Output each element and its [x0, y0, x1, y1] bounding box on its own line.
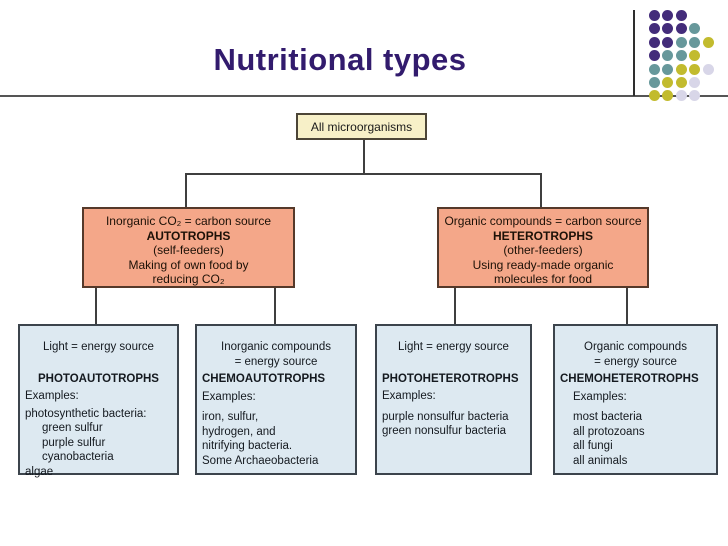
- decor-dot: [675, 77, 687, 88]
- decor-dot: [675, 63, 687, 75]
- example-item: cyanobacteria: [42, 451, 114, 463]
- example-item: Some Archaeobacteria: [202, 454, 319, 467]
- connector-heterotrophs-vertical: [540, 173, 542, 207]
- decor-dot: [689, 90, 701, 102]
- nickname-line: (self-feeders): [153, 243, 224, 258]
- energy-source-line: = energy source: [234, 355, 318, 368]
- decor-dot: [662, 63, 674, 75]
- decor-dot: [662, 90, 674, 102]
- example-item: green sulfur: [42, 422, 103, 434]
- header-divider: [0, 95, 728, 97]
- example-item: most bacteria: [573, 411, 643, 423]
- decor-dot: [649, 77, 660, 88]
- node-title: AUTOTROPHS: [146, 228, 231, 243]
- node-chemoheterotrophs: Organic compounds = energy source CHEMOH…: [553, 324, 718, 475]
- description-line: reducing CO₂: [152, 272, 225, 287]
- connector-root-vertical: [363, 140, 365, 173]
- node-title: CHEMOAUTOTROPHS: [202, 373, 326, 385]
- example-item: purple nonsulfur bacteria: [382, 410, 509, 423]
- decor-dot: [675, 90, 687, 102]
- examples-label: Examples:: [25, 390, 79, 402]
- node-label: All microorganisms: [310, 119, 413, 134]
- description-line: Using ready-made organic: [472, 257, 614, 272]
- decor-vertical-line: [633, 10, 635, 96]
- decor-dot: [649, 90, 660, 102]
- node-photoautotrophs: Light = energy source PHOTOAUTOTROPHS Ex…: [18, 324, 179, 478]
- decor-dot: [662, 10, 674, 21]
- energy-source-line: Organic compounds: [584, 341, 687, 353]
- decor-dot: [649, 50, 660, 62]
- example-item: hydrogen, and: [202, 425, 276, 438]
- decor-dot: [675, 23, 687, 35]
- decor-dot: [689, 36, 701, 48]
- carbon-source-line: Organic compounds = carbon source: [444, 214, 642, 228]
- carbon-source-line: Inorganic CO₂ = carbon source: [105, 214, 272, 228]
- node-title: PHOTOHETEROTROPHS: [382, 372, 519, 385]
- decor-dot: [649, 36, 660, 48]
- energy-source-line: = energy source: [594, 355, 677, 368]
- decor-dot: [649, 10, 660, 21]
- connector-chemoheterotrophs: [626, 288, 628, 324]
- nickname-line: (other-feeders): [503, 243, 583, 258]
- node-all-microorganisms: All microorganisms: [296, 113, 427, 140]
- description-line: Making of own food by: [128, 257, 249, 272]
- decor-dot: [675, 36, 687, 48]
- example-item: green nonsulfur bacteria: [382, 425, 507, 437]
- decor-dot: [675, 50, 687, 62]
- decor-dot: [702, 36, 714, 48]
- node-title: HETEROTROPHS: [492, 228, 593, 243]
- decor-dot: [675, 10, 687, 21]
- examples-label: Examples:: [202, 390, 256, 403]
- decor-dot: [662, 50, 674, 62]
- decor-dot: [689, 77, 701, 88]
- energy-source-line: Inorganic compounds: [221, 341, 331, 353]
- description-line: molecules for food: [493, 272, 593, 287]
- energy-source-line: Light = energy source: [43, 341, 154, 353]
- connector-chemoautotrophs: [274, 288, 276, 324]
- connector-photoheterotrophs: [454, 288, 456, 324]
- connector-horizontal: [185, 173, 542, 175]
- example-item: nitrifying bacteria.: [202, 440, 293, 452]
- decor-dot: [649, 63, 660, 75]
- examples-label: Examples:: [573, 390, 627, 403]
- decor-dot: [662, 23, 674, 35]
- example-item: photosynthetic bacteria:: [25, 407, 147, 420]
- node-heterotrophs: Organic compounds = carbon source HETERO…: [437, 207, 649, 288]
- node-title: PHOTOAUTOTROPHS: [38, 372, 159, 385]
- decor-dot: [689, 50, 701, 62]
- node-photoheterotrophs: Light = energy source PHOTOHETEROTROPHS …: [375, 324, 532, 475]
- node-title: CHEMOHETEROTROPHS: [560, 373, 699, 385]
- example-item: all protozoans: [573, 425, 645, 438]
- decor-dot: [689, 63, 701, 75]
- decor-dot: [662, 77, 674, 88]
- decor-dot: [649, 23, 660, 35]
- examples-label: Examples:: [382, 390, 436, 402]
- decor-dot: [702, 63, 714, 75]
- decor-dot-pattern: [649, 10, 727, 102]
- node-chemoautotrophs: Inorganic compounds = energy source CHEM…: [195, 324, 357, 475]
- example-item: algae: [25, 465, 54, 478]
- decor-dot: [662, 36, 674, 48]
- example-item: iron, sulfur,: [202, 411, 259, 423]
- connector-autotrophs-vertical: [185, 173, 187, 207]
- example-item: all fungi: [573, 440, 613, 452]
- decor-dot: [689, 23, 701, 35]
- example-item: purple sulfur: [42, 436, 106, 449]
- connector-photoautotrophs: [95, 288, 97, 324]
- energy-source-line: Light = energy source: [398, 341, 509, 353]
- node-autotrophs: Inorganic CO₂ = carbon source AUTOTROPHS…: [82, 207, 295, 288]
- example-item: all animals: [573, 454, 628, 467]
- page-title: Nutritional types: [213, 42, 467, 77]
